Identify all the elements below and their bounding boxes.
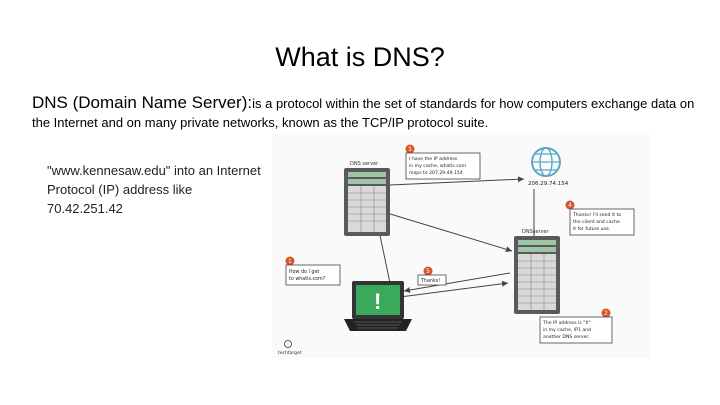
step-1-callout: 1 How do I get to whatis.com?: [285, 256, 341, 286]
svg-text:4: 4: [568, 203, 572, 209]
arrow-laptop-to-dns-right: [399, 280, 509, 298]
step-5-callout: 5 Thanks!: [417, 266, 447, 286]
arrow-dns-top-to-globe: [389, 176, 525, 186]
dns-server-top: DNS server: [344, 161, 390, 236]
dns-server-right-label: DNSserver: [522, 229, 550, 235]
arrow-dns-right-to-laptop: [403, 272, 511, 293]
ip-address-label: 206.29.74.154: [528, 181, 569, 187]
definition-line-1: DNS (Domain Name Server):is a protocol w…: [32, 93, 694, 113]
definition-line-2: the Internet and on many private network…: [32, 115, 489, 130]
dns-server-right: DNSserver: [514, 229, 560, 314]
step-4-callout: 4 Thanks! I'll send it to the client and…: [565, 200, 635, 236]
internet-globe-icon: 206.29.74.154: [528, 147, 569, 187]
definition-term: DNS (Domain Name Server):: [32, 93, 253, 112]
svg-text:3: 3: [408, 147, 412, 153]
definition-text: is a protocol within the set of standard…: [252, 96, 695, 111]
brand-label: techtarget: [278, 350, 302, 356]
step-3-text-2: in my cache, whatis.com: [409, 163, 467, 169]
step-2-callout: 2 The IP address is "X" in my cache, IP1…: [539, 308, 613, 344]
step-3-callout: 3 I have the IP address in my cache, wha…: [405, 144, 481, 180]
step-5-text-1: Thanks!: [420, 278, 440, 284]
slide-title: What is DNS?: [275, 42, 445, 72]
step-3-text-1: I have the IP address: [409, 156, 458, 162]
arrow-dns-top-to-dns-right: [386, 212, 513, 253]
step-1-text-1: How do I get: [289, 269, 319, 275]
step-2-text-2: in my cache, IP1 and: [543, 327, 591, 333]
step-3-text-3: maps to 207.29.49.154: [409, 170, 463, 176]
dns-server-top-label: DNS server: [350, 161, 379, 167]
alert-icon: !: [374, 289, 381, 314]
flow-arrows: [375, 176, 537, 298]
step-1-text-2: to whatis.com?: [289, 276, 326, 282]
svg-text:1: 1: [288, 259, 292, 265]
step-4-text-2: the client and cache: [573, 219, 620, 225]
svg-text:2: 2: [604, 311, 608, 317]
step-2-text-3: another DNS server.: [543, 334, 589, 340]
step-2-text-1: The IP address is "X": [542, 320, 591, 326]
step-4-text-3: it for future use.: [573, 226, 610, 232]
techtarget-logo: techtarget: [278, 340, 302, 356]
dns-diagram: DNS server 206.29.74.154 DNSserver: [272, 133, 650, 358]
step-4-text-1: Thanks! I'll send it to: [572, 212, 621, 218]
example-text: "www.kennesaw.edu" into an Internet Prot…: [47, 163, 261, 216]
client-laptop: !: [344, 281, 412, 331]
svg-text:5: 5: [426, 269, 430, 275]
